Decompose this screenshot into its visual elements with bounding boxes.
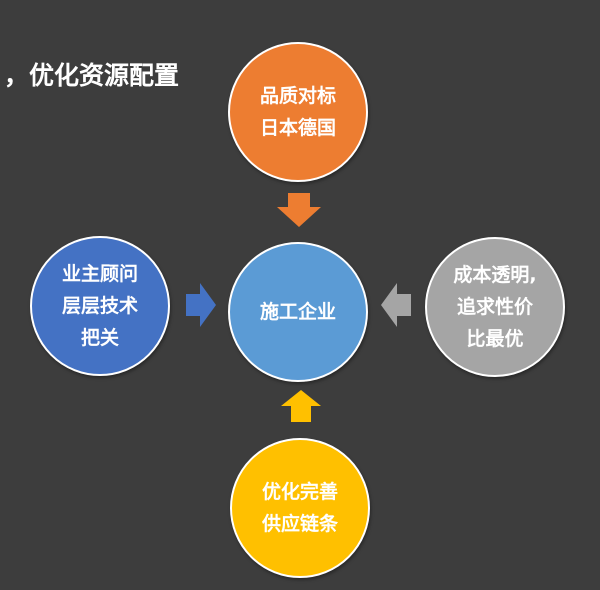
node-center-label: 施工企业	[259, 301, 336, 323]
node-left-line-1: 业主顾问	[61, 263, 138, 285]
arrow-right-icon	[186, 283, 216, 327]
node-top-line-2: 日本德国	[259, 117, 336, 139]
node-right-line-3: 比最优	[466, 328, 524, 350]
arrow-left-shape	[186, 283, 216, 327]
arrow-up-icon	[281, 390, 321, 422]
node-top-line-1: 品质对标	[259, 85, 336, 107]
node-right-line-1: 成本透明,	[453, 264, 537, 286]
headline-title: ，优化资源配置	[4, 61, 180, 90]
arrow-right-shape	[381, 283, 411, 327]
arrow-bottom-shape	[281, 390, 321, 422]
node-supply-chain: 优化完善 供应链条	[230, 438, 370, 578]
node-bottom-line-1: 优化完善	[261, 481, 338, 503]
node-right-line-2: 追求性价	[456, 296, 533, 318]
node-cost-transparency: 成本透明, 追求性价 比最优	[425, 237, 565, 377]
arrow-top-shape	[277, 193, 321, 227]
arrow-left-icon	[381, 283, 411, 327]
node-left-line-2: 层层技术	[61, 295, 138, 317]
arrow-down-icon	[277, 193, 321, 227]
node-construction-company: 施工企业	[228, 242, 368, 382]
node-quality-benchmark: 品质对标 日本德国	[228, 42, 368, 182]
node-owner-consultant: 业主顾问 层层技术 把关	[30, 236, 170, 376]
node-bottom-line-2: 供应链条	[261, 513, 338, 535]
node-left-line-3: 把关	[80, 327, 119, 349]
